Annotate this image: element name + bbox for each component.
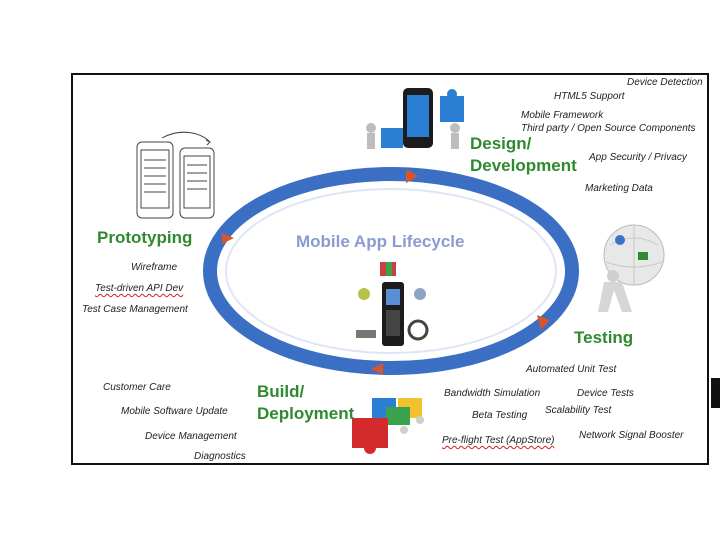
- wireframe-sketch-icon: [136, 131, 215, 219]
- testing-item: Automated Unit Test: [526, 364, 617, 375]
- phase-design-line2: Development: [470, 156, 577, 175]
- testing-item: Network Signal Booster: [579, 430, 684, 441]
- globe-carrying-figure-icon: [598, 224, 665, 312]
- prototyping-item: Wireframe: [131, 262, 178, 273]
- cycle-arrows: [222, 169, 550, 375]
- phase-testing: Testing: [574, 328, 634, 347]
- build-item: Diagnostics: [194, 451, 246, 462]
- design-item: App Security / Privacy: [589, 152, 687, 163]
- smartphone-puzzle-icon: [366, 88, 464, 149]
- phase-build-deployment: Build/ Deployment: [257, 381, 354, 425]
- testing-item: Bandwidth Simulation: [444, 388, 541, 399]
- phase-build-line1: Build/: [257, 382, 305, 401]
- arrow-top: [406, 169, 418, 183]
- phase-design-development: Design/ Development: [470, 133, 577, 177]
- phase-prototyping: Prototyping: [97, 228, 193, 247]
- build-item: Mobile Software Update: [121, 406, 228, 417]
- arrow-right: [537, 315, 550, 330]
- lifecycle-ring: [203, 167, 579, 375]
- build-item: Customer Care: [103, 382, 171, 393]
- design-item: Marketing Data: [585, 183, 653, 194]
- build-item: Device Management: [145, 431, 237, 442]
- mobile-devices-cluster-icon: [356, 262, 429, 346]
- center-title: Mobile App Lifecycle: [296, 232, 465, 251]
- testing-item: Scalability Test: [545, 405, 612, 416]
- prototyping-item: Test Case Management: [82, 304, 188, 315]
- design-item: HTML5 Support: [554, 91, 625, 102]
- side-marker: [711, 378, 720, 408]
- prototyping-item: Test-driven API Dev: [95, 283, 184, 294]
- design-item: Mobile Framework: [521, 110, 604, 121]
- testing-item: Pre-flight Test (AppStore): [442, 435, 555, 446]
- arrow-bottom: [371, 363, 383, 375]
- phase-build-line2: Deployment: [257, 404, 355, 423]
- puzzle-team-icon: [352, 398, 424, 454]
- design-item: Third party / Open Source Components: [521, 123, 696, 134]
- design-item: Device Detection: [627, 77, 703, 88]
- arrow-left: [222, 233, 234, 244]
- testing-item: Device Tests: [577, 388, 634, 399]
- phase-design-line1: Design/: [470, 134, 532, 153]
- testing-item: Beta Testing: [472, 410, 528, 421]
